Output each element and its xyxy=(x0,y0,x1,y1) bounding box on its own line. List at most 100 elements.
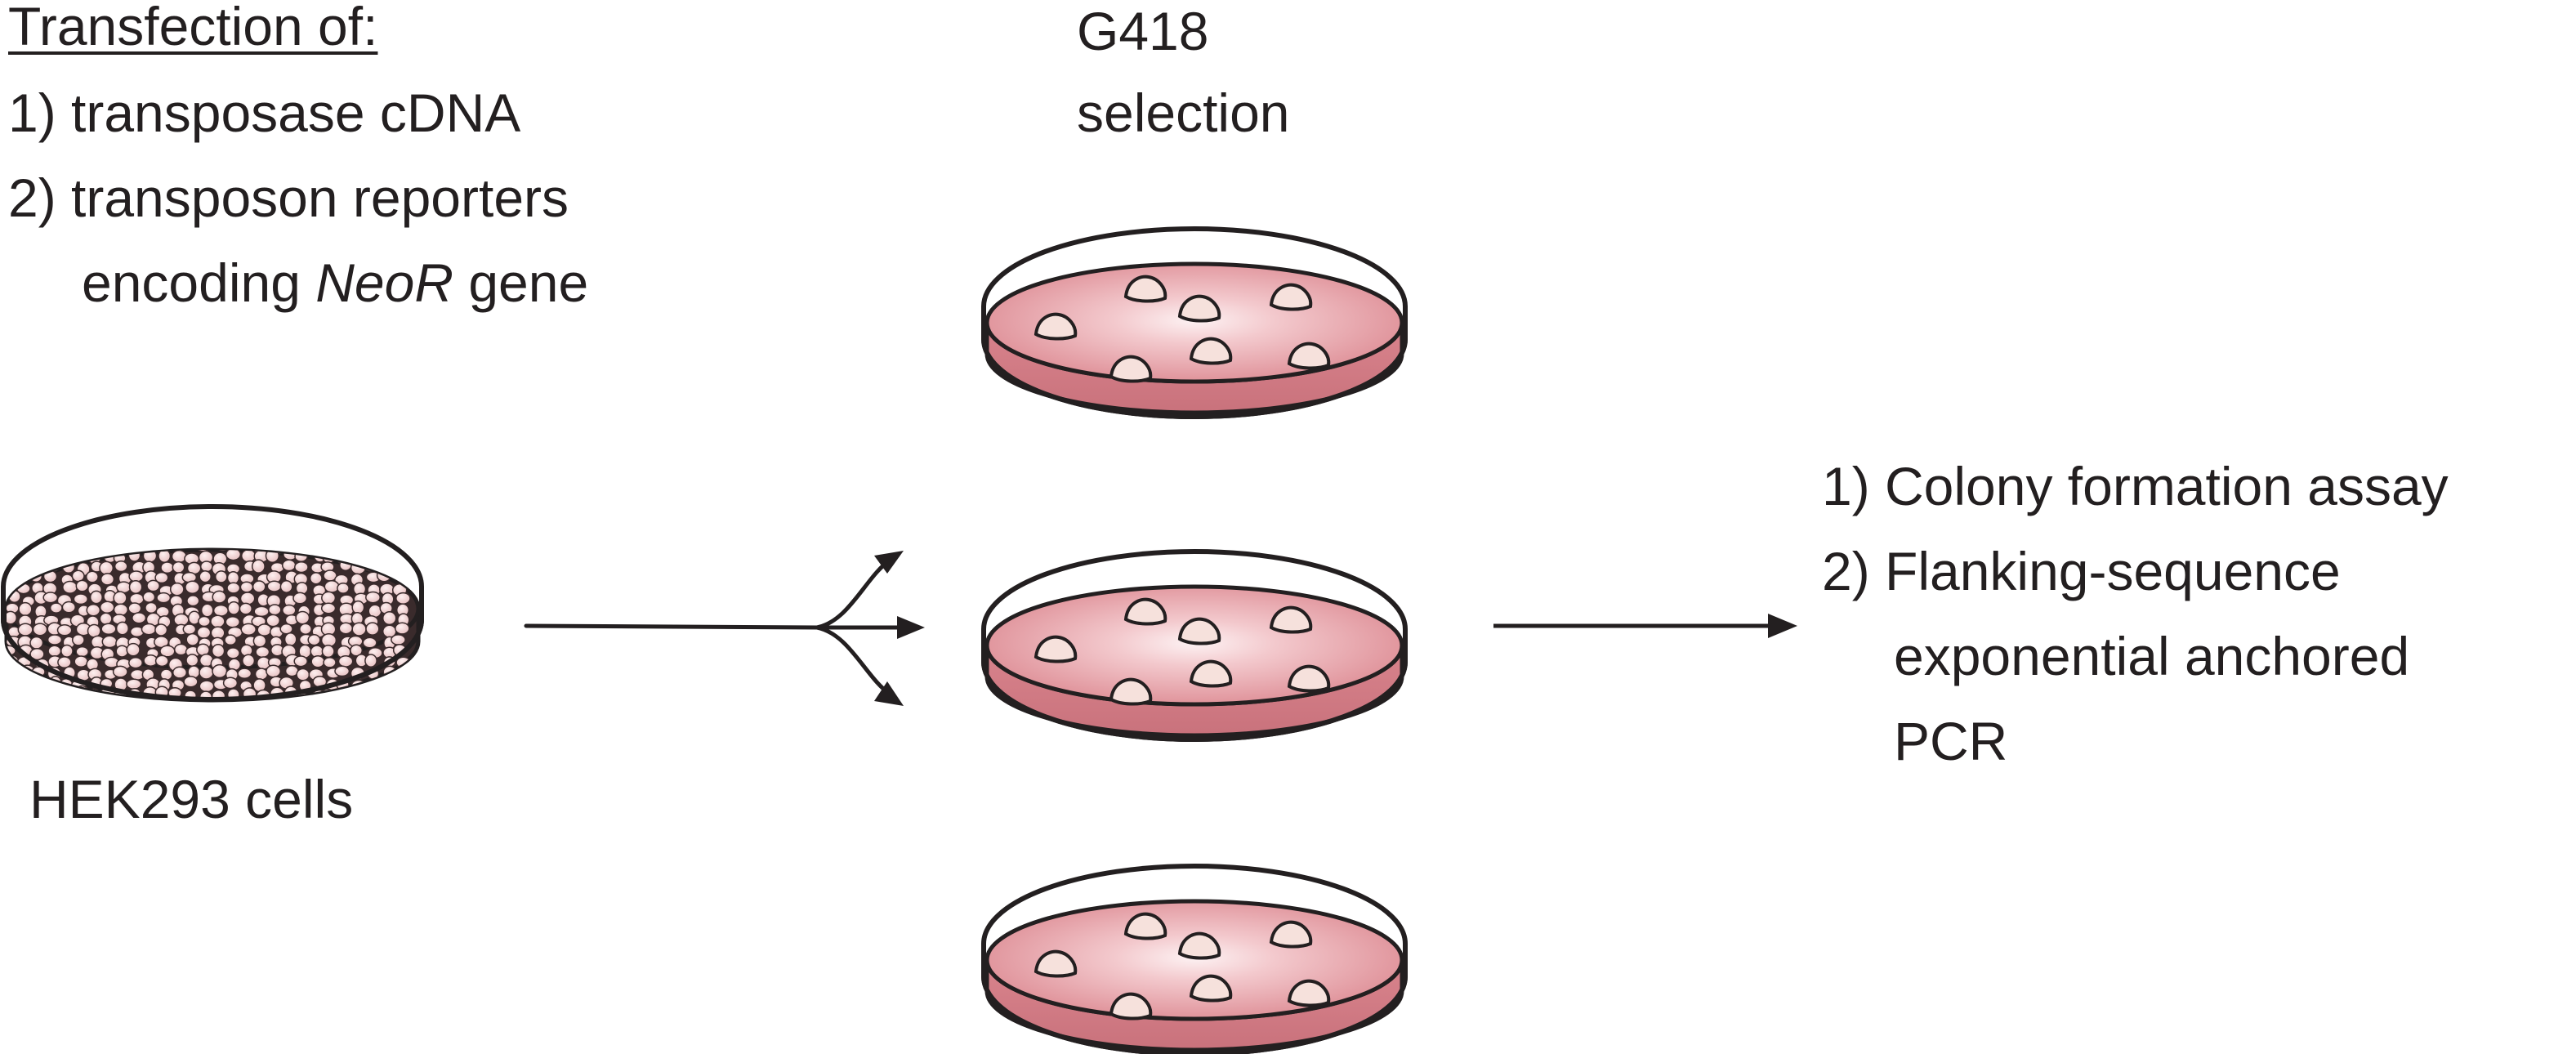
hek293-cell xyxy=(215,550,230,552)
hek293-cell xyxy=(377,686,391,699)
outcome-flanking-sequence-cont2: PCR xyxy=(1894,711,2008,771)
hek293-cell xyxy=(7,550,18,552)
hek293-cell xyxy=(7,689,17,700)
hek293-cell xyxy=(115,645,129,658)
hek293-cell xyxy=(333,690,350,700)
hek293-cell xyxy=(159,668,173,681)
hek293-cell xyxy=(33,679,47,694)
hek293-cell xyxy=(199,570,212,583)
hek293-cell xyxy=(212,590,227,604)
hek293-cell xyxy=(240,550,257,563)
hek293-cell xyxy=(212,604,229,617)
hek293-cell xyxy=(364,654,377,668)
hek293-cell xyxy=(128,579,143,595)
hek293-cell xyxy=(351,622,367,636)
hek293-cell xyxy=(20,679,36,692)
hek293-cell xyxy=(171,550,187,564)
hek293-cell xyxy=(86,603,101,617)
hek293-cell xyxy=(214,570,228,583)
neor-gene-name: NeoR xyxy=(315,252,453,313)
hek293-cell xyxy=(100,573,115,586)
hek293-cell xyxy=(266,664,282,678)
hek293-cell xyxy=(199,665,214,680)
selection-dish-top xyxy=(984,229,1405,417)
hek293-cell xyxy=(239,602,252,615)
hek293-cell xyxy=(18,601,33,617)
hek293-cell xyxy=(337,582,350,594)
hek293-cell xyxy=(199,560,213,573)
transfection-item-reporters-cont: encoding NeoR gene xyxy=(82,242,588,324)
hek293-cell xyxy=(225,647,240,659)
hek293-cell xyxy=(337,654,354,668)
hek293-cell xyxy=(227,601,241,615)
hek293-cell xyxy=(71,634,85,646)
hek293-cell xyxy=(281,559,297,572)
split-arrow-heads xyxy=(874,551,925,706)
hek293-cell xyxy=(74,655,88,668)
split-arrow xyxy=(524,557,911,697)
hek293-cell xyxy=(239,592,256,605)
gene-text: gene xyxy=(453,252,589,313)
hek293-cell xyxy=(49,602,63,614)
hek293-cell xyxy=(279,623,293,635)
hek293-cell xyxy=(126,678,142,690)
hek293-cell xyxy=(350,644,364,657)
hek293-cell xyxy=(60,644,74,658)
hek293-cell xyxy=(101,635,118,649)
hek293-cell xyxy=(7,667,20,681)
hek293-cell xyxy=(87,623,101,638)
hek293-cells-label: HEK293 cells xyxy=(29,769,354,829)
hek293-cell xyxy=(198,615,211,627)
hek293-cell xyxy=(323,657,337,668)
hek293-cell xyxy=(154,654,169,668)
hek293-cell xyxy=(132,612,147,624)
hek293-cell xyxy=(225,550,242,561)
hek293-cell xyxy=(226,582,241,594)
hek293-cell xyxy=(145,601,158,614)
selection-dish-middle xyxy=(984,552,1405,739)
hek293-cell xyxy=(57,656,72,669)
hek293-cell xyxy=(42,592,59,604)
hek293-cell xyxy=(389,677,405,689)
hek293-cell xyxy=(382,678,396,691)
hek293-cell xyxy=(182,623,197,635)
transfection-heading: Transfection of: xyxy=(8,0,378,56)
hek293-cell xyxy=(321,591,337,605)
hek293-cell xyxy=(363,687,379,700)
hek293-cell xyxy=(239,581,254,593)
hek293-cell xyxy=(99,560,114,575)
hek293-cell xyxy=(254,668,269,681)
hek293-cell xyxy=(71,569,85,583)
hek293-cell xyxy=(200,603,214,618)
hek293-cell xyxy=(169,582,185,596)
selection-label-line1: G418 xyxy=(1077,1,1209,61)
hek293-cell xyxy=(100,623,117,636)
hek293-cell xyxy=(395,592,411,605)
hek293-cell xyxy=(237,668,252,680)
hek293-cell xyxy=(251,559,266,574)
hek293-cell xyxy=(292,592,308,605)
hek293-cell xyxy=(211,644,225,659)
hek293-cell xyxy=(99,612,113,626)
hek293-cell xyxy=(296,668,310,681)
selection-dish-bottom xyxy=(984,866,1405,1054)
hek293-cell xyxy=(252,580,266,593)
hek293-cell xyxy=(126,642,141,657)
hek293-cell xyxy=(225,616,241,628)
hek293-cell xyxy=(29,636,44,650)
hek293-cell xyxy=(113,603,129,617)
outcome-flanking-sequence: 2) Flanking-sequence xyxy=(1822,541,2341,601)
hek293-cell xyxy=(222,677,239,690)
hek293-cell xyxy=(59,687,74,700)
outcome-colony-formation: 1) Colony formation assay xyxy=(1822,456,2449,516)
hek293-cell xyxy=(295,610,310,625)
hek293-cell xyxy=(338,622,354,635)
hek293-cell xyxy=(172,666,188,679)
transfection-item-transposase: 1) transposase cDNA xyxy=(8,83,521,143)
hek293-cell xyxy=(253,605,270,618)
hek293-cell xyxy=(334,665,350,677)
selection-label-line2: selection xyxy=(1077,83,1290,143)
hek293-cell xyxy=(29,647,45,661)
hek293-cell xyxy=(47,645,62,658)
